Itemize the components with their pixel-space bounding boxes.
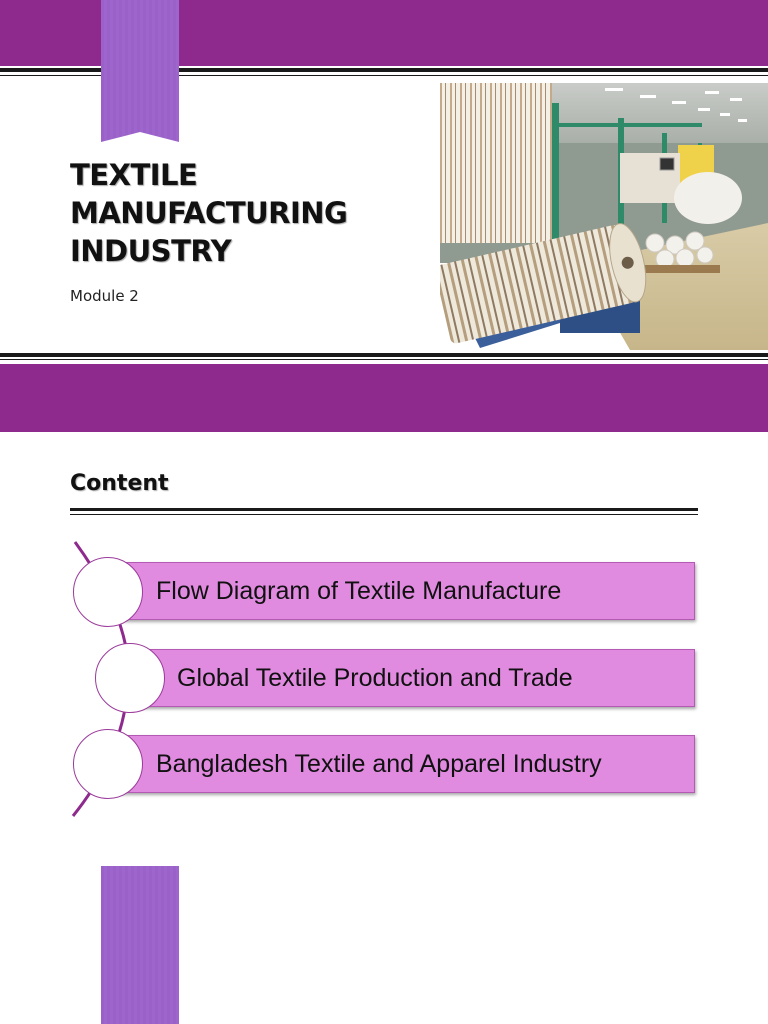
- bullet-circle-2: [95, 643, 165, 713]
- title-line-1: TEXTILE: [70, 158, 198, 192]
- title-line-2: MANUFACTURING: [70, 196, 348, 230]
- bookmark-ribbon-top: [101, 0, 179, 142]
- middle-band: [0, 364, 768, 432]
- content-item-global-production: Global Textile Production and Trade: [133, 649, 695, 707]
- title-line-3: INDUSTRY: [70, 234, 232, 268]
- content-rule-thin: [70, 514, 698, 515]
- top-rule-thick: [0, 68, 768, 72]
- factory-illustration: [440, 83, 768, 350]
- content-item-bangladesh-industry: Bangladesh Textile and Apparel Industry: [112, 735, 695, 793]
- content-heading: Content: [70, 471, 169, 496]
- content-item-label: Global Textile Production and Trade: [177, 663, 573, 692]
- slide-subtitle: Module 2: [70, 287, 139, 305]
- bookmark-ribbon-bottom: [101, 866, 179, 1024]
- top-rule-thin: [0, 75, 768, 76]
- content-rule-thick: [70, 508, 698, 511]
- content-item-label: Flow Diagram of Textile Manufacture: [156, 576, 562, 605]
- bottom-rule-thick: [0, 353, 768, 357]
- slide-title: TEXTILE MANUFACTURING INDUSTRY: [70, 156, 348, 270]
- bottom-rule-thin: [0, 359, 768, 360]
- bullet-circle-3: [73, 729, 143, 799]
- content-item-label: Bangladesh Textile and Apparel Industry: [156, 749, 602, 778]
- bullet-circle-1: [73, 557, 143, 627]
- textile-factory-photo: [440, 83, 768, 350]
- content-item-flow-diagram: Flow Diagram of Textile Manufacture: [112, 562, 695, 620]
